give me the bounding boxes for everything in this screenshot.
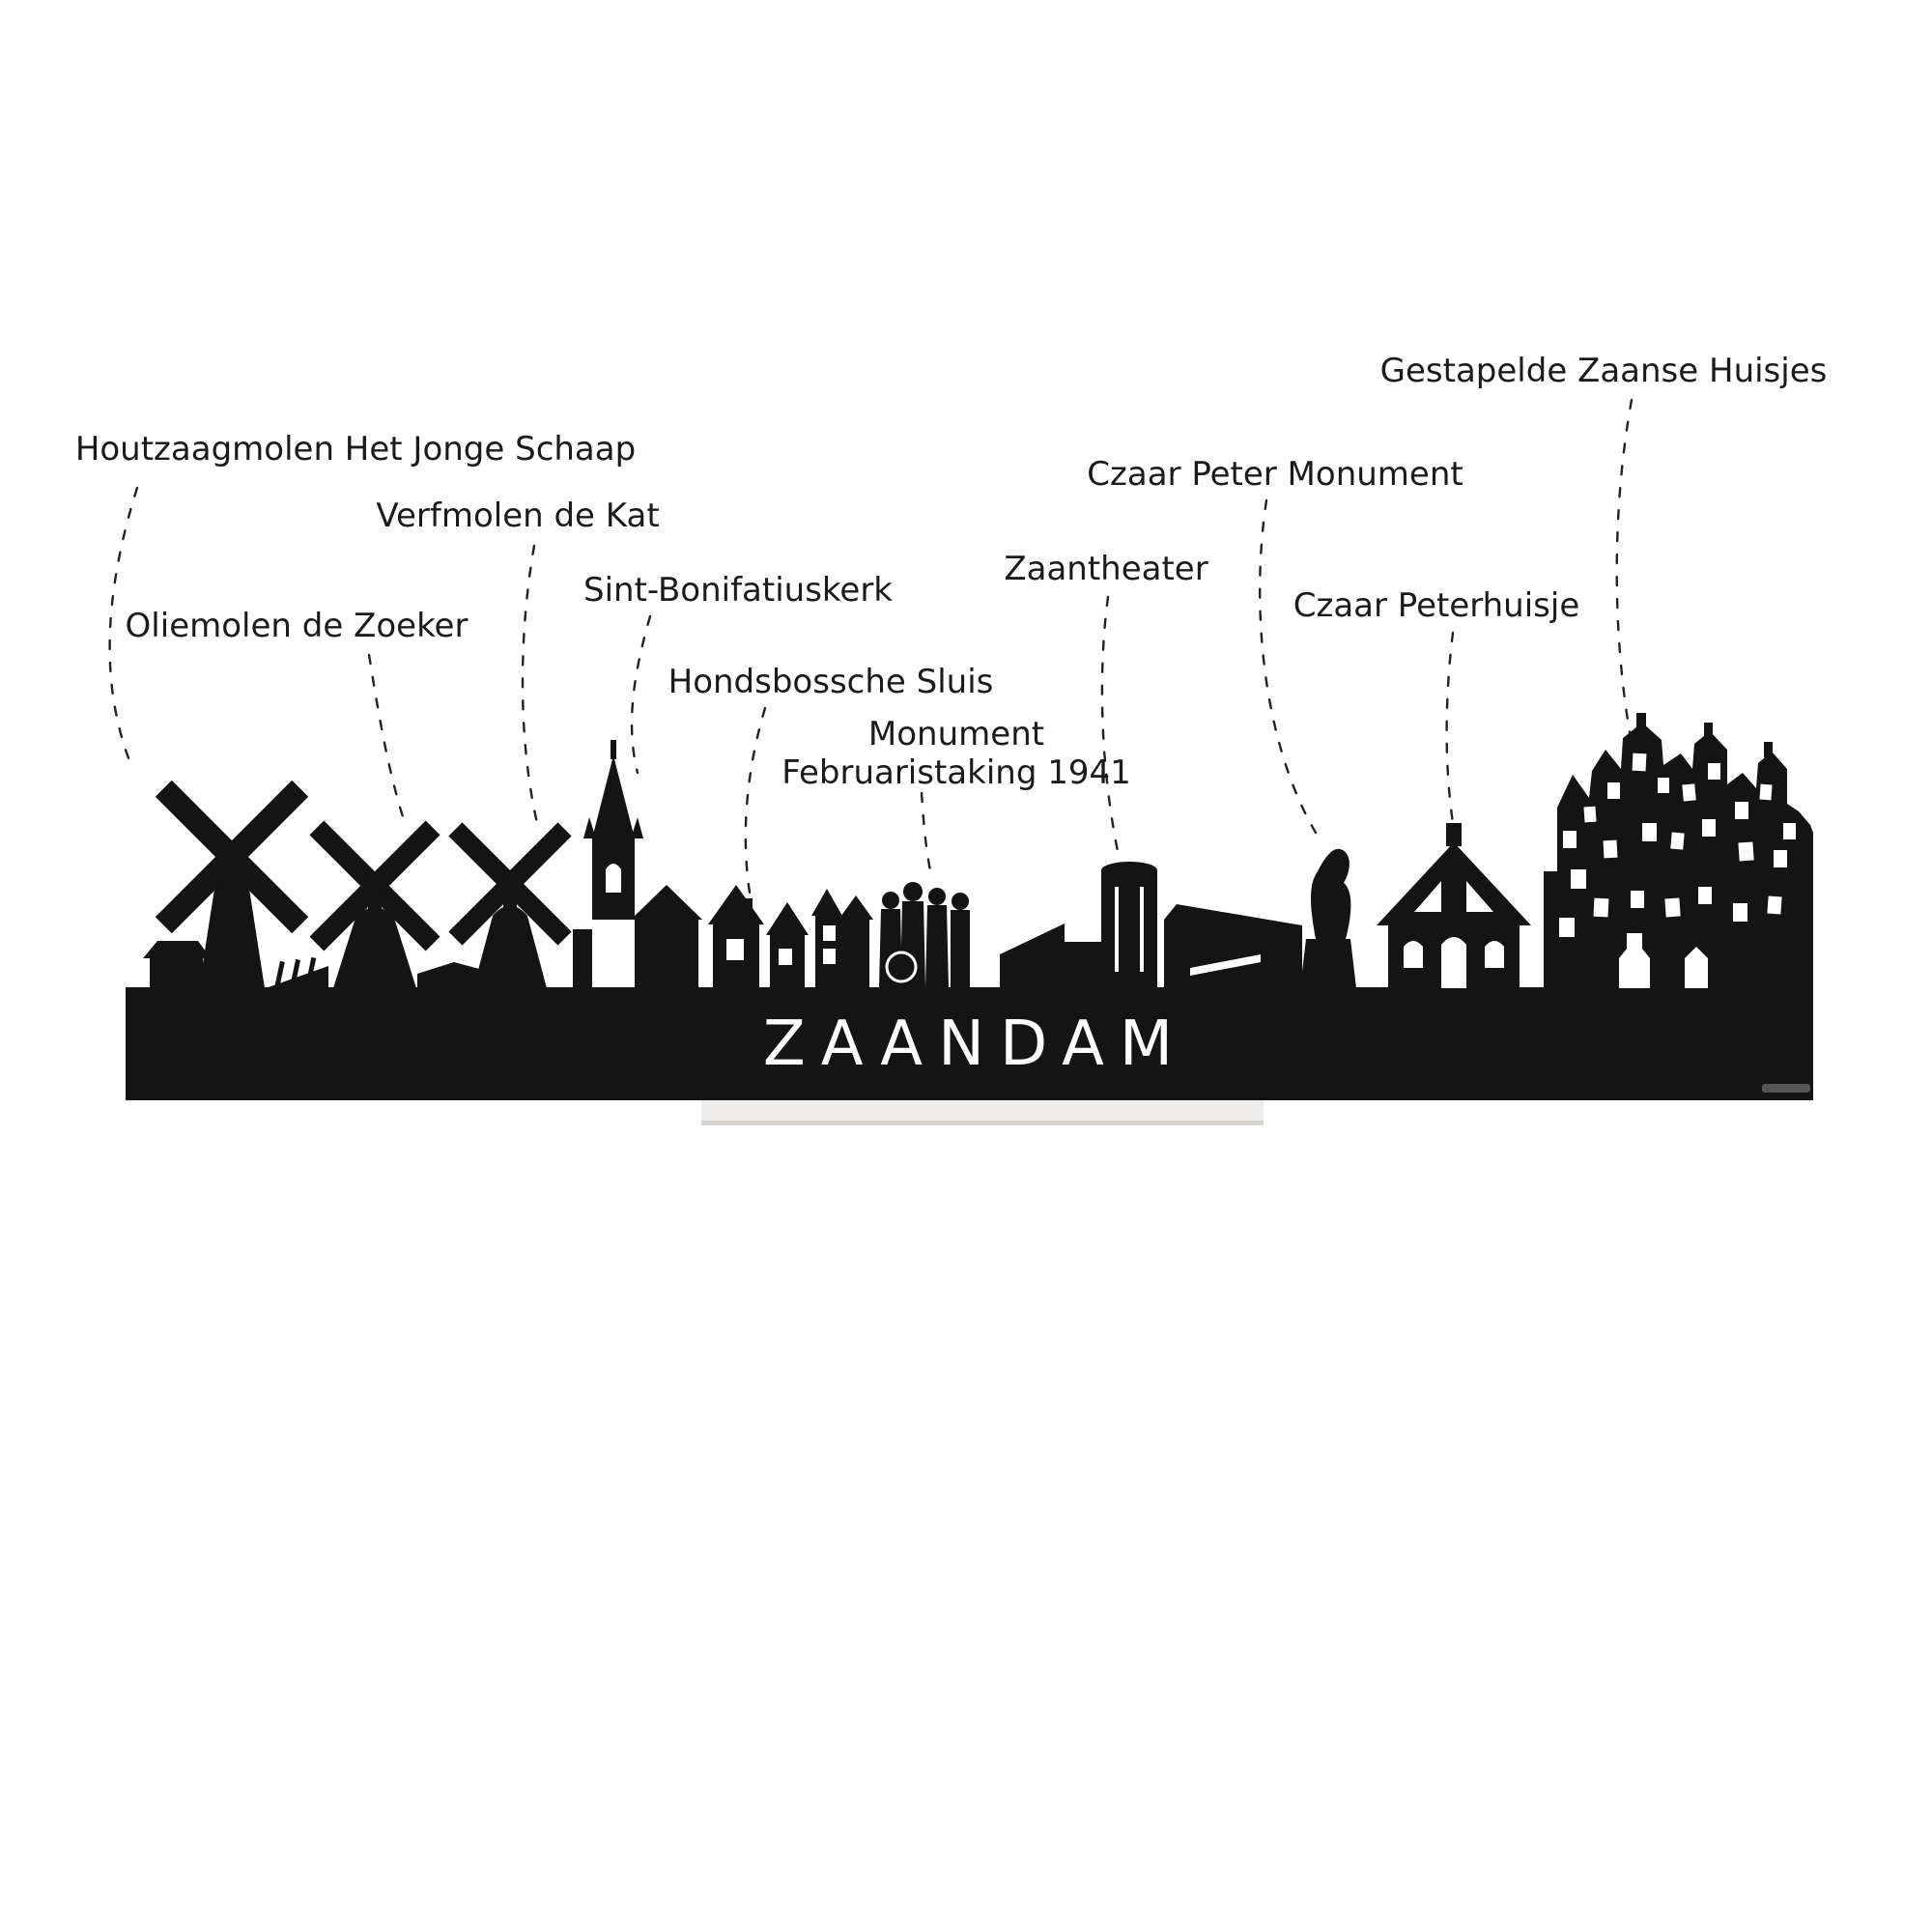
city-name-cutout: ZAANDAM [763,1009,1188,1080]
leader-line-czaar-peterhuisje [1445,631,1455,825]
ground-band [126,987,1813,1100]
leader-line-houtzaagmolen [108,486,139,765]
annotation-label-bonifatiuskerk: Sint-Bonifatiuskerk [583,571,893,610]
hondsbossche-sluis-silhouette [708,885,764,988]
leader-line-zaantheater [1100,595,1121,858]
shed-silhouette [143,941,211,958]
leader-line-bonifatiuskerk [630,614,652,775]
annotation-label-houtzaagmolen: Houtzaagmolen Het Jonge Schaap [74,430,637,469]
czaar-peter-monument-silhouette [1300,848,1356,988]
annotation-label-gestapelde: Gestapelde Zaanse Huisjes [1379,352,1828,390]
watermark [1762,1084,1810,1093]
annotation-label-zaantheater: Zaantheater [1004,550,1208,588]
leader-line-czaar-peter-monument [1258,498,1318,835]
shed-silhouette [417,962,483,988]
annotation-label-verfmolen: Verfmolen de Kat [376,497,660,535]
annotation-label-monument-line2: Februaristaking 1941 [781,753,1131,792]
houses-row [766,889,873,988]
zaantheater-silhouette [1000,862,1302,988]
leader-line-monument [920,791,933,877]
windmill-het-jonge-schaap [143,780,328,989]
monument-februaristaking-silhouette [879,882,970,988]
stacked-houses-windows [1559,753,1796,988]
leader-line-gestapelde [1615,398,1637,765]
annotation-label-oliemolen: Oliemolen de Zoeker [125,607,469,645]
bicycle-wheel [885,951,918,983]
annotation-label-monument: Monument Februaristaking 1941 [781,715,1130,792]
display-stand [701,1100,1264,1125]
annotation-label-czaar-peter-monument: Czaar Peter Monument [1087,455,1463,494]
leader-line-hondsbossche [744,706,767,906]
skyline-silhouette: ZAANDAM [126,713,1813,1100]
leader-line-oliemolen [367,653,408,828]
windmill-de-zoeker [309,820,440,988]
gestapelde-zaanse-huisjes-silhouette [1544,713,1813,988]
annotation-label-czaar-peterhuisje: Czaar Peterhuisje [1293,586,1580,625]
sint-bonifatiuskerk-silhouette [573,740,702,988]
annotation-label-hondsbossche: Hondsbossche Sluis [668,663,994,701]
czaar-peterhuisje-silhouette [1377,823,1531,988]
annotation-label-monument-line1: Monument [867,715,1045,753]
leader-lines [108,398,1637,906]
leader-line-verfmolen [521,544,539,825]
windmill-de-kat [417,822,572,988]
